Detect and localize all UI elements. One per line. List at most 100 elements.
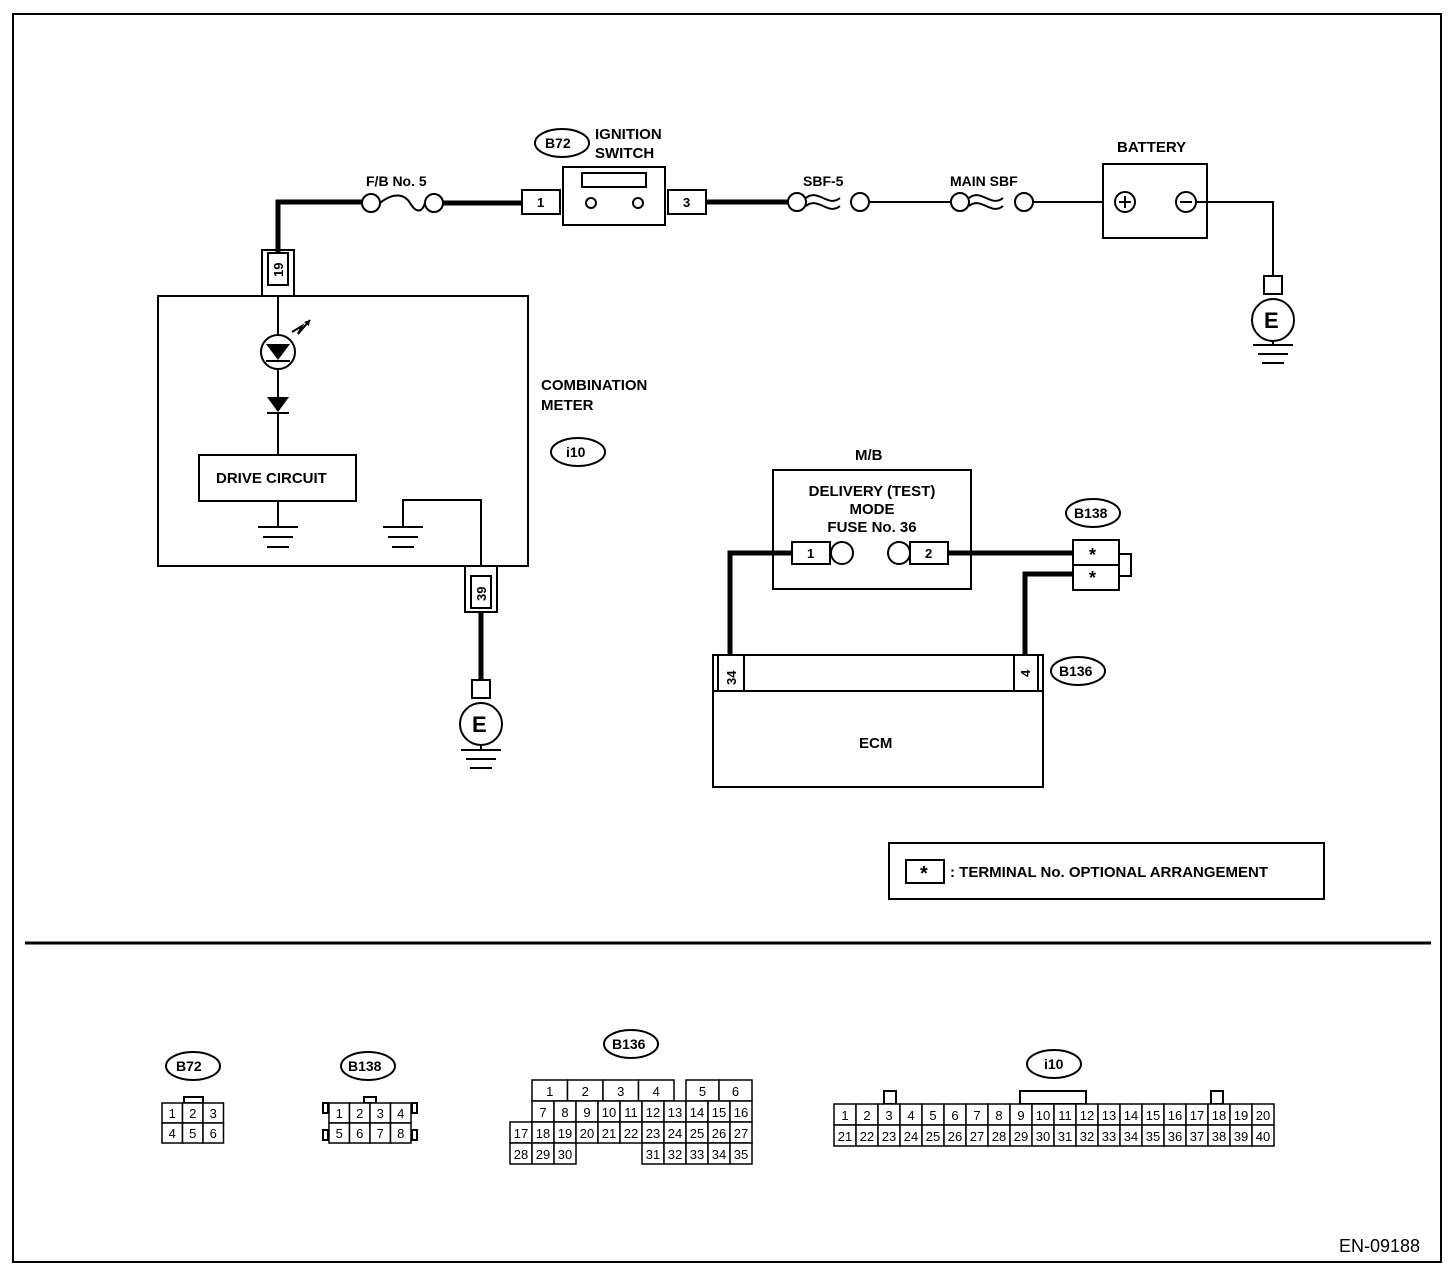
i10-pin-label: 9 [1017, 1108, 1024, 1123]
b136-cell [553, 1142, 577, 1165]
mb-fuse-label-2: MODE [850, 501, 895, 518]
b136-pin-label: 16 [734, 1105, 748, 1120]
b136-pin-label: 19 [558, 1126, 572, 1141]
ecm-pin-4: 4 [1018, 669, 1033, 677]
b136-pin-label: 21 [602, 1126, 616, 1141]
ground-battery: E [1251, 275, 1295, 364]
ign-pin-3: 3 [683, 195, 690, 210]
ignition-switch: 1 3 B72 IGNITION SWITCH [521, 126, 707, 226]
i10-pin-label: 10 [1036, 1108, 1050, 1123]
wire-meter-to-fb-fuse [275, 199, 362, 252]
b136-pin-label: 25 [690, 1126, 704, 1141]
b136-pin-label: 1 [546, 1084, 553, 1099]
ign-label-2: SWITCH [595, 145, 654, 162]
ground-meter: E [459, 679, 503, 769]
main-sbf-fuse: MAIN SBF [950, 173, 1034, 212]
b138-pin-label: 4 [397, 1106, 404, 1121]
i10-pin-label: 40 [1256, 1129, 1270, 1144]
b136-pin-label: 11 [624, 1105, 638, 1120]
b136-pin-label: 34 [712, 1147, 726, 1162]
i10-pin-label: 15 [1146, 1108, 1160, 1123]
meter-pin-19: 19 [271, 263, 286, 277]
mb-pin-1: 1 [807, 546, 814, 561]
i10-pin-label: 32 [1080, 1129, 1094, 1144]
b136-pin-label: 15 [712, 1105, 726, 1120]
i10-pin-label: 23 [882, 1129, 896, 1144]
b138-pin-label: 2 [356, 1106, 363, 1121]
i10-pin-label: 39 [1234, 1129, 1248, 1144]
b136-pin-label: 30 [558, 1147, 572, 1162]
i10-pin-label: 33 [1102, 1129, 1116, 1144]
b72-pin-label: 1 [169, 1106, 176, 1121]
figure-id: EN-09188 [1339, 1236, 1420, 1256]
b136-pin-label: 8 [561, 1105, 568, 1120]
b138-pin-b: * [1089, 568, 1096, 588]
b136-cell [729, 1142, 753, 1165]
b136-pin-label: 31 [646, 1147, 660, 1162]
mb-pin-2: 2 [925, 546, 932, 561]
battery: BATTERY [1102, 139, 1208, 239]
i10-pin-label: 28 [992, 1129, 1006, 1144]
b136-pin-label: 26 [712, 1126, 726, 1141]
b136-pin-label: 5 [699, 1084, 706, 1099]
b136-pin-label: 10 [602, 1105, 616, 1120]
i10-pin-label: 17 [1190, 1108, 1204, 1123]
b72-cell [202, 1122, 225, 1144]
wire-battery-to-ground [1196, 201, 1274, 276]
mb-fuse-label-1: DELIVERY (TEST) [809, 483, 936, 500]
i10-pin-label: 1 [841, 1108, 848, 1123]
ground-battery-label: E [1264, 308, 1279, 333]
b136-pin-label: 32 [668, 1147, 682, 1162]
wire-b138-to-ecm4 [1022, 571, 1073, 655]
meter-label-1: COMBINATION [541, 377, 647, 394]
b136-pin-label: 4 [653, 1084, 660, 1099]
b136-pin-label: 23 [646, 1126, 660, 1141]
view-b72-id: B72 [176, 1058, 202, 1074]
view-b136-id: B136 [612, 1036, 646, 1052]
i10-pin-label: 7 [973, 1108, 980, 1123]
b138-pin-label: 8 [397, 1126, 404, 1141]
b136-pin-label: 2 [582, 1084, 589, 1099]
b136-pin-label: 18 [536, 1126, 550, 1141]
b72-pin-label: 6 [210, 1126, 217, 1141]
i10-pin-label: 29 [1014, 1129, 1028, 1144]
i10-pin-label: 36 [1168, 1129, 1182, 1144]
b136-pin-label: 24 [668, 1126, 682, 1141]
b138-pin-label: 3 [377, 1106, 384, 1121]
legend-text: : TERMINAL No. OPTIONAL ARRANGEMENT [950, 864, 1268, 881]
legend-box: * : TERMINAL No. OPTIONAL ARRANGEMENT [888, 842, 1325, 900]
b138-cell [389, 1122, 412, 1144]
i10-pin-label: 25 [926, 1129, 940, 1144]
b136-pin-label: 35 [734, 1147, 748, 1162]
i10-pin-label: 19 [1234, 1108, 1248, 1123]
b136-id: B136 [1059, 663, 1093, 679]
b136-pin-label: 3 [617, 1084, 624, 1099]
i10-pin-label: 2 [863, 1108, 870, 1123]
i10-pin-label: 11 [1058, 1108, 1072, 1123]
b72-pin-label: 5 [189, 1126, 196, 1141]
i10-pin-label: 8 [995, 1108, 1002, 1123]
ground-meter-label: E [472, 712, 487, 737]
ign-label-1: IGNITION [595, 126, 662, 143]
sbf5-label: SBF-5 [803, 173, 844, 189]
b138-pin-label: 5 [336, 1126, 343, 1141]
i10-pin-label: 35 [1146, 1129, 1160, 1144]
i10-pin-label: 12 [1080, 1108, 1094, 1123]
sbf5-fuse: SBF-5 [787, 173, 870, 212]
i10-pin-label: 3 [885, 1108, 892, 1123]
i10-pin-label: 14 [1124, 1108, 1138, 1123]
meter-label-2: METER [541, 397, 594, 414]
i10-pin-label: 16 [1168, 1108, 1182, 1123]
battery-label: BATTERY [1117, 139, 1186, 156]
i10-pin-label: 13 [1102, 1108, 1116, 1123]
ecm: 34 4 ECM B136 [712, 654, 1106, 788]
i10-pin-label: 34 [1124, 1129, 1138, 1144]
b136-pin-label: 29 [536, 1147, 550, 1162]
b136-pin-label: 6 [732, 1084, 739, 1099]
ecm-label: ECM [859, 735, 892, 752]
i10-pin-label: 26 [948, 1129, 962, 1144]
